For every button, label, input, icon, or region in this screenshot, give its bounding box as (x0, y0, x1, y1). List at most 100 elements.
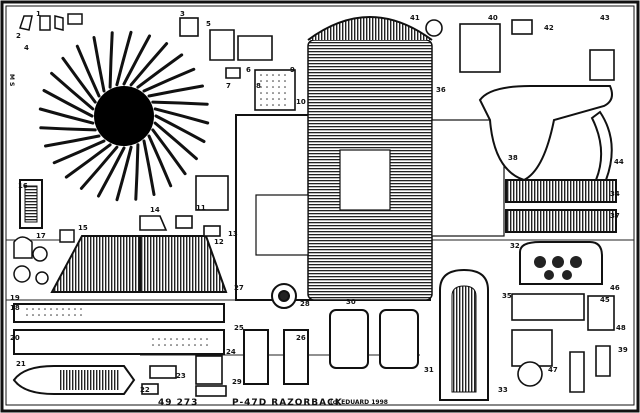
center-left-small-parts (139, 175, 229, 237)
harness-lead (39, 126, 97, 132)
part-number-14: 14 (150, 206, 160, 214)
part-number-37: 37 (610, 212, 620, 220)
part-number-35: 35 (502, 292, 512, 300)
side-panel-parts (505, 179, 617, 233)
part-number-13: 13 (228, 230, 238, 238)
harness-lead (147, 134, 173, 188)
harness-lead (134, 143, 140, 201)
harness-lead (52, 139, 106, 165)
part-number-40: 40 (488, 14, 498, 22)
part-30-window-frames (329, 309, 419, 369)
copyright-notice: (c) EDUARD 1998 (330, 399, 388, 406)
harness-lead (142, 67, 196, 93)
top-right-box-parts (425, 19, 615, 81)
part-number-11: 11 (196, 204, 206, 212)
part-31-canopy-frame (439, 268, 489, 401)
part-number-33: 33 (498, 386, 508, 394)
harness-lead (153, 107, 210, 125)
part-number-7: 7 (226, 82, 231, 90)
harness-lead (153, 121, 198, 161)
part-number-41: 41 (410, 14, 420, 22)
harness-lead (115, 30, 133, 87)
harness-lead (142, 139, 156, 196)
fret-inner-frame (5, 5, 635, 406)
part-number-31: 31 (424, 366, 434, 374)
bottom-right-parts (511, 293, 615, 393)
part-number-19: 19 (10, 294, 20, 302)
part-number-2: 2 (16, 32, 21, 40)
part-number-42: 42 (544, 24, 554, 32)
part-number-28: 28 (300, 300, 310, 308)
harness-lead (75, 44, 101, 98)
part-number-4: 4 (24, 44, 29, 52)
part-number-39: 39 (618, 346, 628, 354)
part-number-45: 45 (600, 296, 610, 304)
part-number-36: 36 (436, 86, 446, 94)
part-number-20: 20 (10, 334, 20, 342)
part-number-6: 6 (246, 66, 251, 74)
harness-lead (129, 42, 169, 87)
part-number-23: 23 (176, 372, 186, 380)
part-number-25: 25 (234, 324, 244, 332)
harness-lead (64, 143, 112, 179)
catalog-number: 49 273 (158, 398, 198, 408)
harness-lead (92, 36, 106, 93)
part-number-1: 1 (36, 10, 41, 18)
harness-lead (122, 34, 151, 86)
harness-lead (115, 145, 133, 202)
harness-lead (61, 56, 97, 104)
part-number-22: 22 (140, 386, 150, 394)
part-13-flap (50, 235, 228, 293)
part-number-24: 24 (226, 348, 236, 356)
part-number-27: 27 (234, 284, 244, 292)
harness-lead (151, 100, 209, 106)
part-number-5: 5 (206, 20, 211, 28)
side-mark: M S (8, 74, 15, 86)
small-disc-parts (13, 229, 75, 285)
engine-disc (94, 86, 154, 146)
part-number-18: 18 (10, 304, 20, 312)
part-38-seat (478, 85, 613, 182)
part-number-8: 8 (256, 82, 261, 90)
part-number-47: 47 (548, 366, 558, 374)
harness-lead (97, 146, 126, 198)
cockpit-floor-part (235, 16, 505, 301)
part-number-17: 17 (36, 232, 46, 240)
part-number-44: 44 (614, 158, 624, 166)
part-number-16: 16 (18, 182, 28, 190)
part-number-9: 9 (290, 66, 295, 74)
part-21-drop-tank (12, 365, 136, 395)
harness-lead (50, 71, 95, 111)
part-number-3: 3 (180, 10, 185, 18)
harness-lead (154, 114, 206, 143)
part-number-46: 46 (610, 284, 620, 292)
part-number-48: 48 (616, 324, 626, 332)
part-number-15: 15 (78, 224, 88, 232)
harness-lead (147, 84, 204, 98)
harness-lead (42, 89, 94, 118)
small-bottom-parts (141, 355, 227, 397)
part-25-26-pedals (243, 283, 309, 385)
part-number-12: 12 (214, 238, 224, 246)
part-number-29: 29 (232, 378, 242, 386)
harness-lead (79, 145, 119, 190)
harness-lead (108, 31, 114, 89)
harness-lead (38, 107, 95, 125)
bracket-parts-top-left (19, 13, 83, 31)
part-number-43: 43 (600, 14, 610, 22)
part-number-38: 38 (508, 154, 518, 162)
harness-lead (151, 128, 187, 176)
part-32-instrument-panel (519, 241, 603, 285)
sheet-title: P-47D RAZORBACK (232, 398, 343, 408)
harness-lead (136, 53, 184, 89)
part-number-34: 34 (610, 190, 620, 198)
harness-lead (44, 134, 101, 148)
part-number-32: 32 (510, 242, 520, 250)
part-number-26: 26 (296, 334, 306, 342)
part-number-21: 21 (16, 360, 26, 368)
ignition-harness-part (38, 30, 210, 202)
part-number-10: 10 (296, 98, 306, 106)
part-number-30: 30 (346, 298, 356, 306)
